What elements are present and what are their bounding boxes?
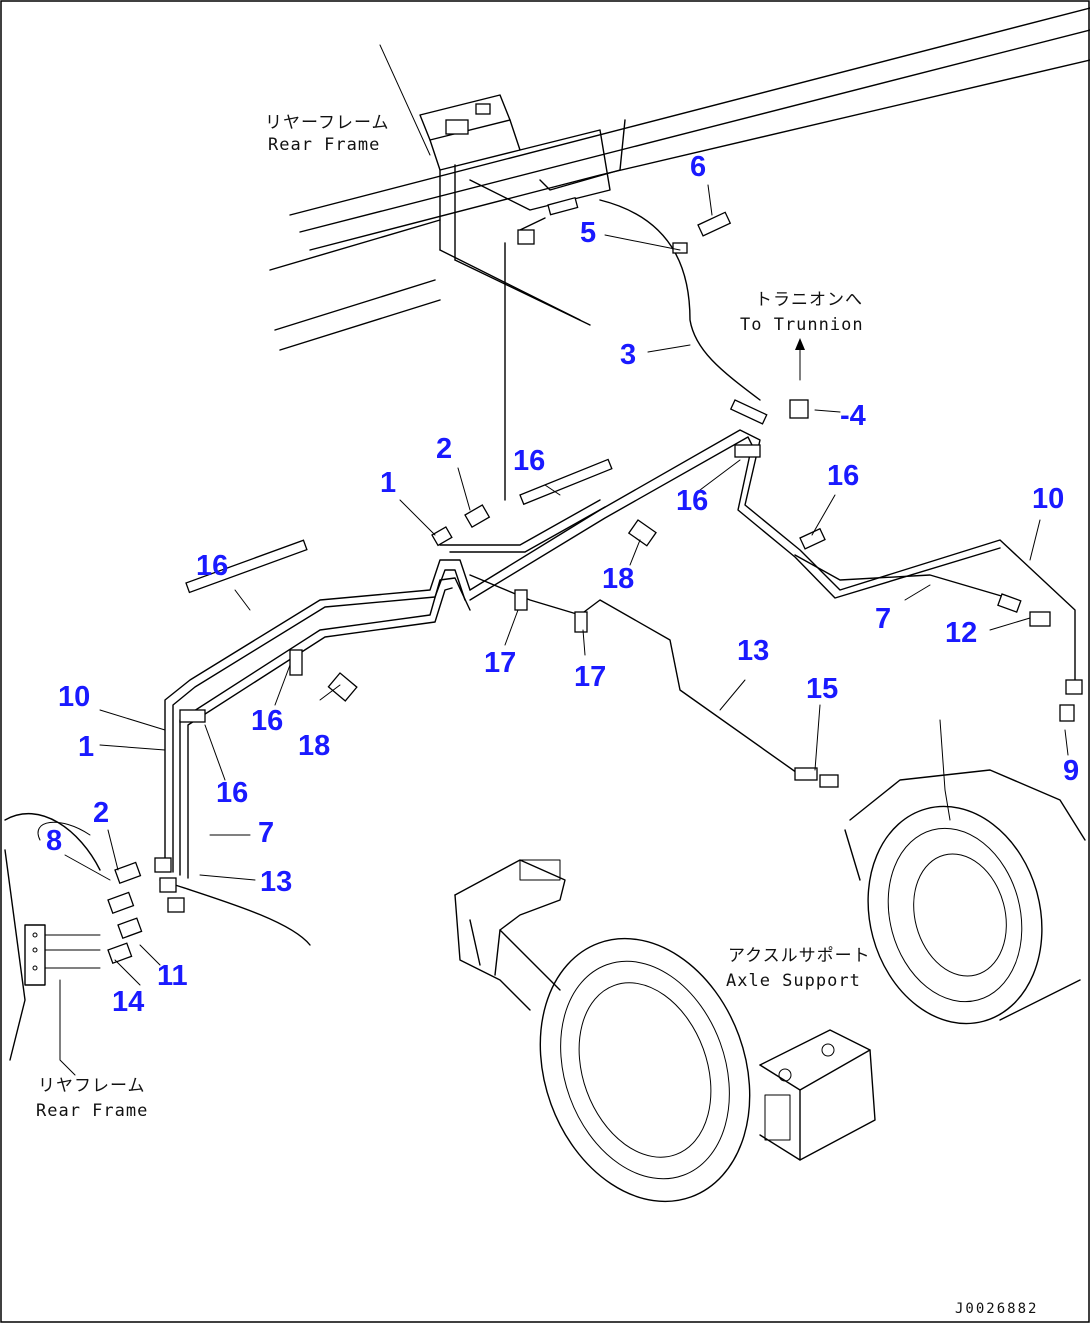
callout-12: 12 xyxy=(945,617,977,649)
clamp-parts xyxy=(179,444,826,723)
callout-16: 16 xyxy=(676,485,708,517)
callout-14: 14 xyxy=(112,986,144,1018)
callout-8: 8 xyxy=(46,825,62,857)
callout-16: 16 xyxy=(251,705,283,737)
callout-numbers: 1 1 2 2 3 -4 5 6 7 7 8 9 10 10 11 12 13 … xyxy=(46,151,1079,1018)
rear-frame-left-drawing xyxy=(4,813,311,1076)
rear-frame-top-drawing xyxy=(269,7,1090,351)
callout-18: 18 xyxy=(298,730,330,762)
callout-16: 16 xyxy=(216,777,248,809)
callout-17: 17 xyxy=(574,661,606,693)
leader-lines xyxy=(64,184,1069,986)
callout-17: 17 xyxy=(484,647,516,679)
callout-10: 10 xyxy=(1032,483,1064,515)
callout-16: 16 xyxy=(827,460,859,492)
trunnion-label-jp: トラニオンへ xyxy=(755,290,863,310)
right-axle-housing-drawing xyxy=(844,719,1086,1025)
trunnion-label-en: To Trunnion xyxy=(740,315,864,335)
callout-13: 13 xyxy=(260,866,292,898)
callout-5: 5 xyxy=(580,217,596,249)
callout-16: 16 xyxy=(513,445,545,477)
rear-frame-bottom-label-en: Rear Frame xyxy=(36,1101,148,1121)
callout-2: 2 xyxy=(93,797,109,829)
axle-support-drawing xyxy=(454,859,876,1203)
rear-frame-bottom-label-jp: リヤフレーム xyxy=(38,1076,146,1096)
callout-16: 16 xyxy=(196,550,228,582)
rear-frame-top-label-en: Rear Frame xyxy=(268,135,380,155)
axle-support-label-jp: アクスルサポート xyxy=(728,946,871,966)
callout-1: 1 xyxy=(380,467,396,499)
pipe-lines xyxy=(164,199,1076,879)
callout-7: 7 xyxy=(875,603,891,635)
callout-18: 18 xyxy=(602,563,634,595)
callout-1: 1 xyxy=(78,731,94,763)
fittings xyxy=(107,196,1083,964)
callout-9: 9 xyxy=(1063,755,1079,787)
part-labels: リヤーフレーム Rear Frame トラニオンへ To Trunnion アク… xyxy=(36,113,1038,1317)
callout-13: 13 xyxy=(737,635,769,667)
callout-7: 7 xyxy=(258,817,274,849)
callout-10: 10 xyxy=(58,681,90,713)
axle-support-label-en: Axle Support xyxy=(726,971,861,991)
callout-15: 15 xyxy=(806,673,838,705)
callout-4: -4 xyxy=(840,400,866,432)
callout-11: 11 xyxy=(157,960,188,992)
callout-6: 6 xyxy=(690,151,706,183)
drawing-code: J0026882 xyxy=(955,1301,1038,1317)
callout-2: 2 xyxy=(436,433,452,465)
callout-3: 3 xyxy=(620,339,636,371)
rear-frame-top-label-jp: リヤーフレーム xyxy=(265,113,389,133)
